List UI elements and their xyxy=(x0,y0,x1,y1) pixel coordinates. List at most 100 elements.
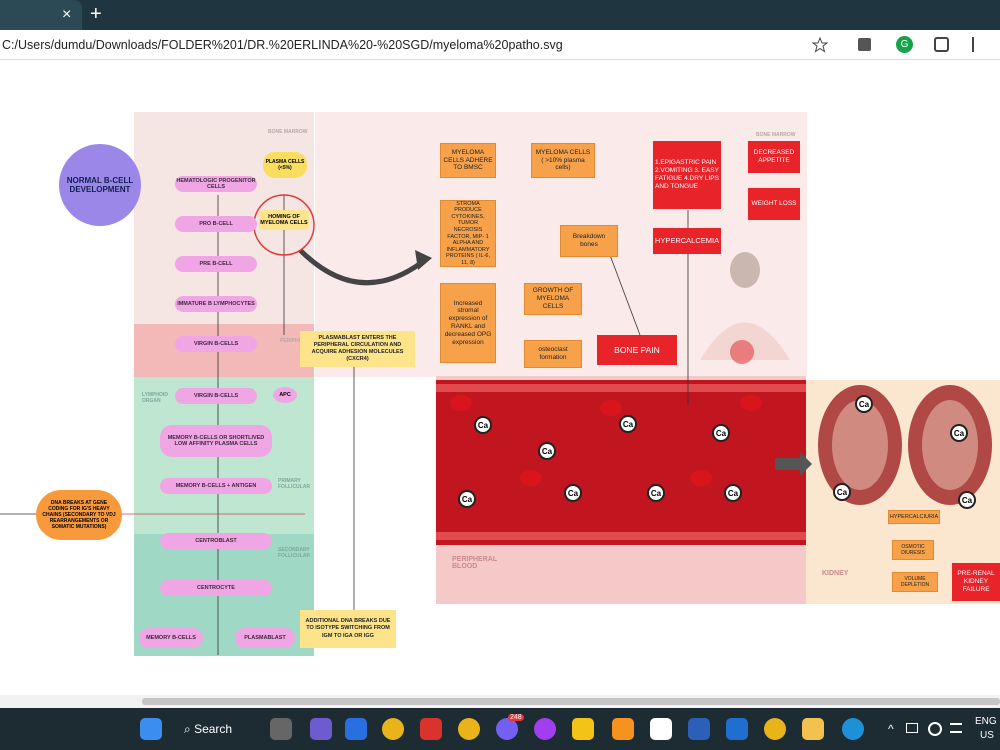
peripheral-blood-label: PERIPHERAL BLOOD xyxy=(452,556,497,570)
pdf-app-icon[interactable] xyxy=(612,718,634,740)
ca-ion: Ca xyxy=(950,424,968,442)
start-node: NORMAL B-CELL DEVELOPMENT xyxy=(59,144,141,226)
step-immature: IMMATURE B LYMPHOCYTES xyxy=(175,296,257,312)
primary-label: PRIMARY FOLLICULAR xyxy=(278,478,310,490)
growth-node: GROWTH OF MYELOMA CELLS xyxy=(524,283,582,315)
kidney-label: KIDNEY xyxy=(822,570,849,577)
bone-marrow-label: BONE MARROW xyxy=(268,129,308,135)
search-icon: ⌕ xyxy=(184,722,195,736)
volume-node: VOLUME DEPLETION xyxy=(892,572,938,592)
grammarly-extension-icon[interactable]: G xyxy=(896,36,913,53)
tab-bar: × + xyxy=(0,0,1000,30)
chrome-ml-icon[interactable] xyxy=(764,718,786,740)
step-centrocyte: CENTROCYTE xyxy=(160,580,272,596)
step-pro-b: PRO B-CELL xyxy=(175,216,257,232)
appetite-node: DECREASED APPETITE xyxy=(748,141,800,173)
homing-node: HOMING OF MYELOMA CELLS xyxy=(259,210,309,230)
file-explorer-icon[interactable] xyxy=(802,718,824,740)
diagram-canvas xyxy=(0,112,1000,656)
myeloma-cells-node: MYELOMA CELLS ( >10% plasma cells) xyxy=(531,143,595,178)
ca-ion: Ca xyxy=(564,484,582,502)
dna-breaks-node: DNA BREAKS AT GENE CODING FOR IG'S HEAVY… xyxy=(36,490,122,540)
edge-icon[interactable] xyxy=(842,718,864,740)
osteoclast-node: osteoclast formation xyxy=(524,340,582,368)
search-box[interactable]: ⌕ Search xyxy=(184,722,233,736)
browser-tab[interactable] xyxy=(0,0,82,30)
address-bar[interactable]: C:/Users/dumdu/Downloads/FOLDER%201/DR.%… xyxy=(0,30,1000,60)
sticky-notes-icon[interactable] xyxy=(572,718,594,740)
taskbar: ⌕ Search 248 ^ ENG US xyxy=(0,708,1000,750)
step-pre-b: PRE B-CELL xyxy=(175,256,257,272)
chrome-profile-icon[interactable] xyxy=(458,718,480,740)
tray-caret-icon[interactable]: ^ xyxy=(888,722,894,736)
collections-icon[interactable] xyxy=(858,38,871,51)
language-region[interactable]: US xyxy=(980,730,994,741)
lymphoid-label: LYMPHOID ORGAN xyxy=(142,392,168,404)
hypercalcemia-node: HYPERCALCEMIA xyxy=(653,228,721,254)
teams-icon[interactable] xyxy=(310,718,332,740)
word-icon[interactable] xyxy=(688,718,710,740)
notion-icon[interactable] xyxy=(650,718,672,740)
rankl-node: Increased stromal expression of RANKL an… xyxy=(440,283,496,363)
app-icon[interactable] xyxy=(420,718,442,740)
weight-node: WEIGHT LOSS xyxy=(748,188,800,220)
stroma-node: STROMA PRODUCE CYTOKINES, TUMOR NECROSIS… xyxy=(440,200,496,267)
new-tab-icon[interactable]: + xyxy=(90,3,102,25)
onedrive-icon[interactable] xyxy=(906,723,918,733)
favorites-bar-icon[interactable] xyxy=(972,37,990,52)
ca-ion: Ca xyxy=(538,442,556,460)
task-view-icon[interactable] xyxy=(270,718,292,740)
ca-ion: Ca xyxy=(474,416,492,434)
messenger-icon[interactable] xyxy=(534,718,556,740)
language-code[interactable]: ENG xyxy=(975,716,997,727)
flow-arrow xyxy=(298,248,427,286)
ca-ion: Ca xyxy=(833,483,851,501)
renal-failure-node: PRE-RENAL KIDNEY FAILURE xyxy=(952,563,1000,601)
red-blood-cell xyxy=(740,395,762,411)
settings-tray-icon[interactable] xyxy=(950,723,962,733)
hypercalciuria-node: HYPERCALCIURIA xyxy=(888,510,940,524)
red-blood-cell xyxy=(690,470,712,486)
ca-ion: Ca xyxy=(647,484,665,502)
ca-ion: Ca xyxy=(855,395,873,413)
step-memory-antigen: MEMORY B-CELLS + ANTIGEN xyxy=(160,478,272,494)
sync-icon[interactable] xyxy=(928,722,942,736)
favorite-star-icon[interactable] xyxy=(812,37,828,53)
bone-pain-node: BONE PAIN xyxy=(597,335,677,365)
step-memory: MEMORY B-CELLS OR SHORTLIVED LOW AFFINIT… xyxy=(160,425,272,457)
red-blood-cell xyxy=(600,400,622,416)
right-bone-marrow-label: BONE MARROW xyxy=(756,132,796,138)
scrollbar-thumb[interactable] xyxy=(142,698,1000,705)
symptoms-node: 1.EPIGASTRIC PAIN 2.VOMITING 3. EASY FAT… xyxy=(653,141,721,209)
ca-ion: Ca xyxy=(958,491,976,509)
step-memory-final: MEMORY B-CELLS xyxy=(139,628,203,648)
horizontal-scrollbar[interactable] xyxy=(0,695,1000,708)
defender-icon[interactable] xyxy=(726,718,748,740)
step-progenitor: HEMATOLOGIC PROGENITOR CELLS xyxy=(175,176,257,192)
extensions-icon[interactable] xyxy=(934,37,949,52)
adhere-node: MYELOMA CELLS ADHERE TO BMSC xyxy=(440,143,496,178)
step-centroblast: CENTROBLAST xyxy=(160,533,272,549)
todo-icon[interactable] xyxy=(345,718,367,740)
chrome-icon[interactable] xyxy=(382,718,404,740)
plasma-cells-node: PLASMA CELLS (<5%) xyxy=(263,152,307,178)
red-blood-cell xyxy=(520,470,542,486)
close-tab-icon[interactable]: × xyxy=(62,6,72,23)
blood-to-kidney-arrow xyxy=(775,458,803,470)
breakdown-node: Breakdown bones xyxy=(560,225,618,257)
start-icon[interactable] xyxy=(140,718,162,740)
red-blood-cell xyxy=(450,395,472,411)
step-plasmablast: PLASMABLAST xyxy=(235,628,295,648)
ca-ion: Ca xyxy=(724,484,742,502)
additional-dna-note: ADDITIONAL DNA BREAKS DUE TO ISOTYPE SWI… xyxy=(300,610,396,648)
viber-icon[interactable] xyxy=(496,718,518,740)
secondary-label: SECONDARY FOLLICULAR xyxy=(278,547,310,559)
plasmablast-note: PLASMABLAST ENTERS THE PERIPHERAL CIRCUL… xyxy=(300,331,415,367)
url-text[interactable]: C:/Users/dumdu/Downloads/FOLDER%201/DR.%… xyxy=(2,38,563,52)
viber-badge: 248 xyxy=(508,714,524,721)
ca-ion: Ca xyxy=(458,490,476,508)
apc-node: APC xyxy=(273,387,297,403)
osmotic-node: OSMOTIC DIURESIS xyxy=(892,540,934,560)
ca-ion: Ca xyxy=(619,415,637,433)
step-virgin-2: VIRGIN B-CELLS xyxy=(175,388,257,404)
